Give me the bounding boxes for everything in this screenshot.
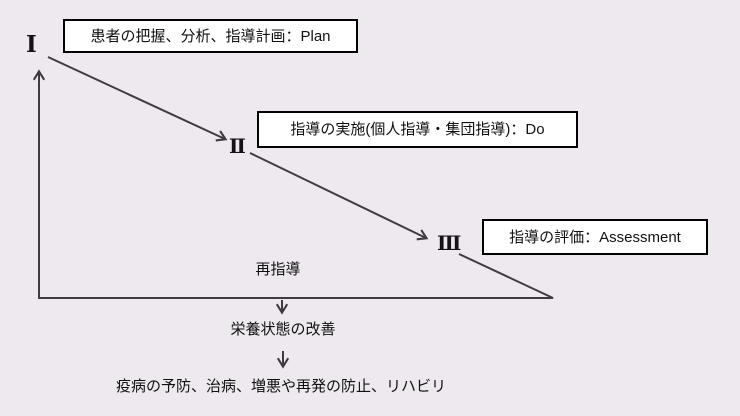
stage-3-assessment-box: 指導の評価：Assessment — [482, 219, 708, 255]
stage-1-numeral: Ⅰ — [26, 31, 37, 58]
arrow-do-to-assessment-icon — [249, 152, 429, 241]
stage-2-numeral: Ⅱ — [229, 134, 246, 158]
stage-3-numeral: Ⅲ — [437, 231, 462, 255]
stage-1-plan-box: 患者の把握、分析、指導計画：Plan — [63, 19, 358, 53]
stage-2-do-box: 指導の実施(個人指導・集団指導)：Do — [257, 111, 578, 148]
outcome-nutrition-improvement-label: 栄養状態の改善 — [230, 321, 336, 338]
arrow-plan-to-do-icon — [47, 56, 228, 142]
outcome-disease-prevention-label: 疫病の予防、治病、増悪や再発の防止、リハビリ — [115, 378, 447, 395]
reguidance-label: 再指導 — [255, 261, 301, 278]
